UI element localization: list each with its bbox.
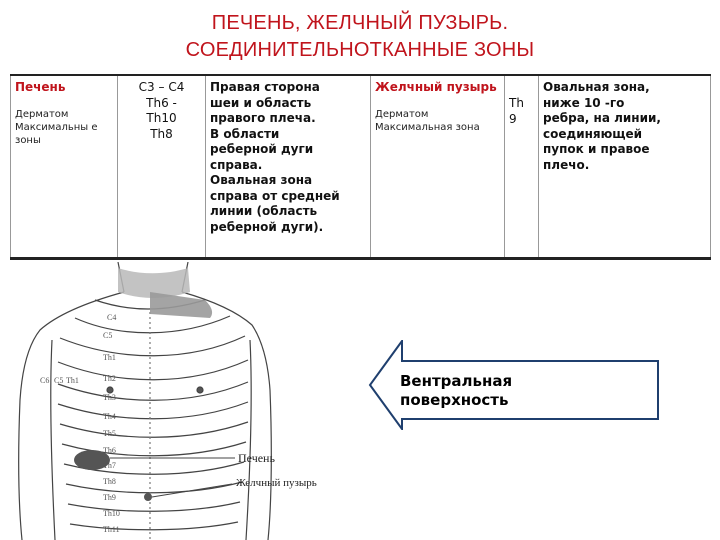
label-th10: Th10 (103, 509, 120, 518)
gallbladder-zone-label: Дерматом Максимальная зона (375, 108, 480, 133)
label-c5b: C5 (54, 376, 63, 385)
gallbladder-segments-cell: Th 9 (504, 75, 539, 259)
label-th11: Th11 (103, 525, 120, 534)
liver-organ-name: Печень (15, 80, 66, 94)
liver-segments-cell: C3 – C4 Th6 - Th10 Th8 (117, 75, 206, 259)
label-c4: C4 (107, 313, 116, 322)
liver-desc-line: реберной дуги). (210, 219, 324, 234)
table-row: Печень Дерматом Максимальны е зоны C3 – … (10, 75, 711, 259)
label-th9: Th9 (103, 493, 116, 502)
gallbladder-desc-line: Овальная зона, (543, 80, 650, 94)
gallbladder-organ-cell: Желчный пузырь Дерматом Максимальная зон… (370, 75, 505, 259)
liver-desc-line: справа. (210, 157, 263, 172)
gallbladder-pointer-label: Желчный пузырь (236, 477, 317, 489)
label-th4: Th4 (103, 412, 116, 421)
gallbladder-desc-line: пупок и правое (543, 142, 650, 156)
liver-segment-1: C3 – C4 (138, 80, 185, 94)
label-th2: Th2 (103, 374, 116, 383)
gallbladder-desc-line: ниже 10 -го (543, 95, 625, 110)
label-th1-arm: Th1 (66, 376, 79, 385)
label-th1: Th1 (103, 353, 116, 362)
torso-dermatome-figure: C4 C5 C6 C5 Th1 Th1 Th2 Th3 Th4 Th5 Th6 … (18, 262, 317, 540)
liver-desc-line: реберной дуги (210, 142, 314, 156)
gallbladder-desc-line: плечо. (543, 157, 590, 172)
callout-text: Вентральная поверхность (400, 372, 570, 410)
zones-table: Печень Дерматом Максимальны е зоны C3 – … (10, 74, 711, 260)
liver-pointer-label: Печень (238, 451, 275, 465)
liver-desc-line: линии (область (210, 204, 318, 218)
label-th6: Th6 (103, 446, 116, 455)
gallbladder-desc-line: соединяющей (543, 126, 643, 141)
liver-desc-line: Овальная зона (210, 173, 313, 187)
callout-line-2: поверхность (400, 391, 509, 409)
liver-description-cell: Правая сторона шеи и область правого пле… (205, 75, 371, 259)
label-c6: C6 (40, 376, 49, 385)
liver-desc-line: Правая сторона (210, 80, 320, 94)
left-arrow-callout (368, 340, 659, 430)
gallbladder-segment-1: Th (509, 96, 524, 110)
callout-line-1: Вентральная (400, 372, 513, 390)
label-c5: C5 (103, 331, 112, 340)
gallbladder-description-cell: Овальная зона, ниже 10 -го ребра, на лин… (538, 75, 711, 259)
liver-desc-line: шеи и область (210, 95, 312, 110)
gallbladder-segment-2: 9 (509, 111, 517, 126)
liver-desc-line: правого плеча. (210, 111, 316, 125)
label-th7: Th7 (103, 461, 116, 470)
liver-zone-label: Дерматом Максимальны е зоны (15, 108, 98, 146)
gallbladder-desc-line: ребра, на линии, (543, 111, 661, 125)
liver-desc-line: справа от средней (210, 188, 340, 203)
title-line-1: ПЕЧЕНЬ, ЖЕЛЧНЫЙ ПУЗЫРЬ. (211, 12, 509, 34)
title-line-2: СОЕДИНИТЕЛЬНОТКАННЫЕ ЗОНЫ (185, 39, 535, 61)
label-th3: Th3 (103, 393, 116, 402)
gallbladder-organ-name: Желчный пузырь (375, 80, 497, 94)
liver-segment-4: Th8 (150, 126, 173, 141)
liver-desc-line: В области (210, 126, 280, 141)
label-th8: Th8 (103, 477, 116, 486)
slide-title: ПЕЧЕНЬ, ЖЕЛЧНЫЙ ПУЗЫРЬ. СОЕДИНИТЕЛЬНОТКА… (0, 10, 720, 64)
label-th5: Th5 (103, 429, 116, 438)
liver-segment-2: Th6 - (146, 95, 177, 110)
liver-organ-cell: Печень Дерматом Максимальны е зоны (10, 75, 118, 259)
liver-segment-3: Th10 (146, 111, 177, 125)
